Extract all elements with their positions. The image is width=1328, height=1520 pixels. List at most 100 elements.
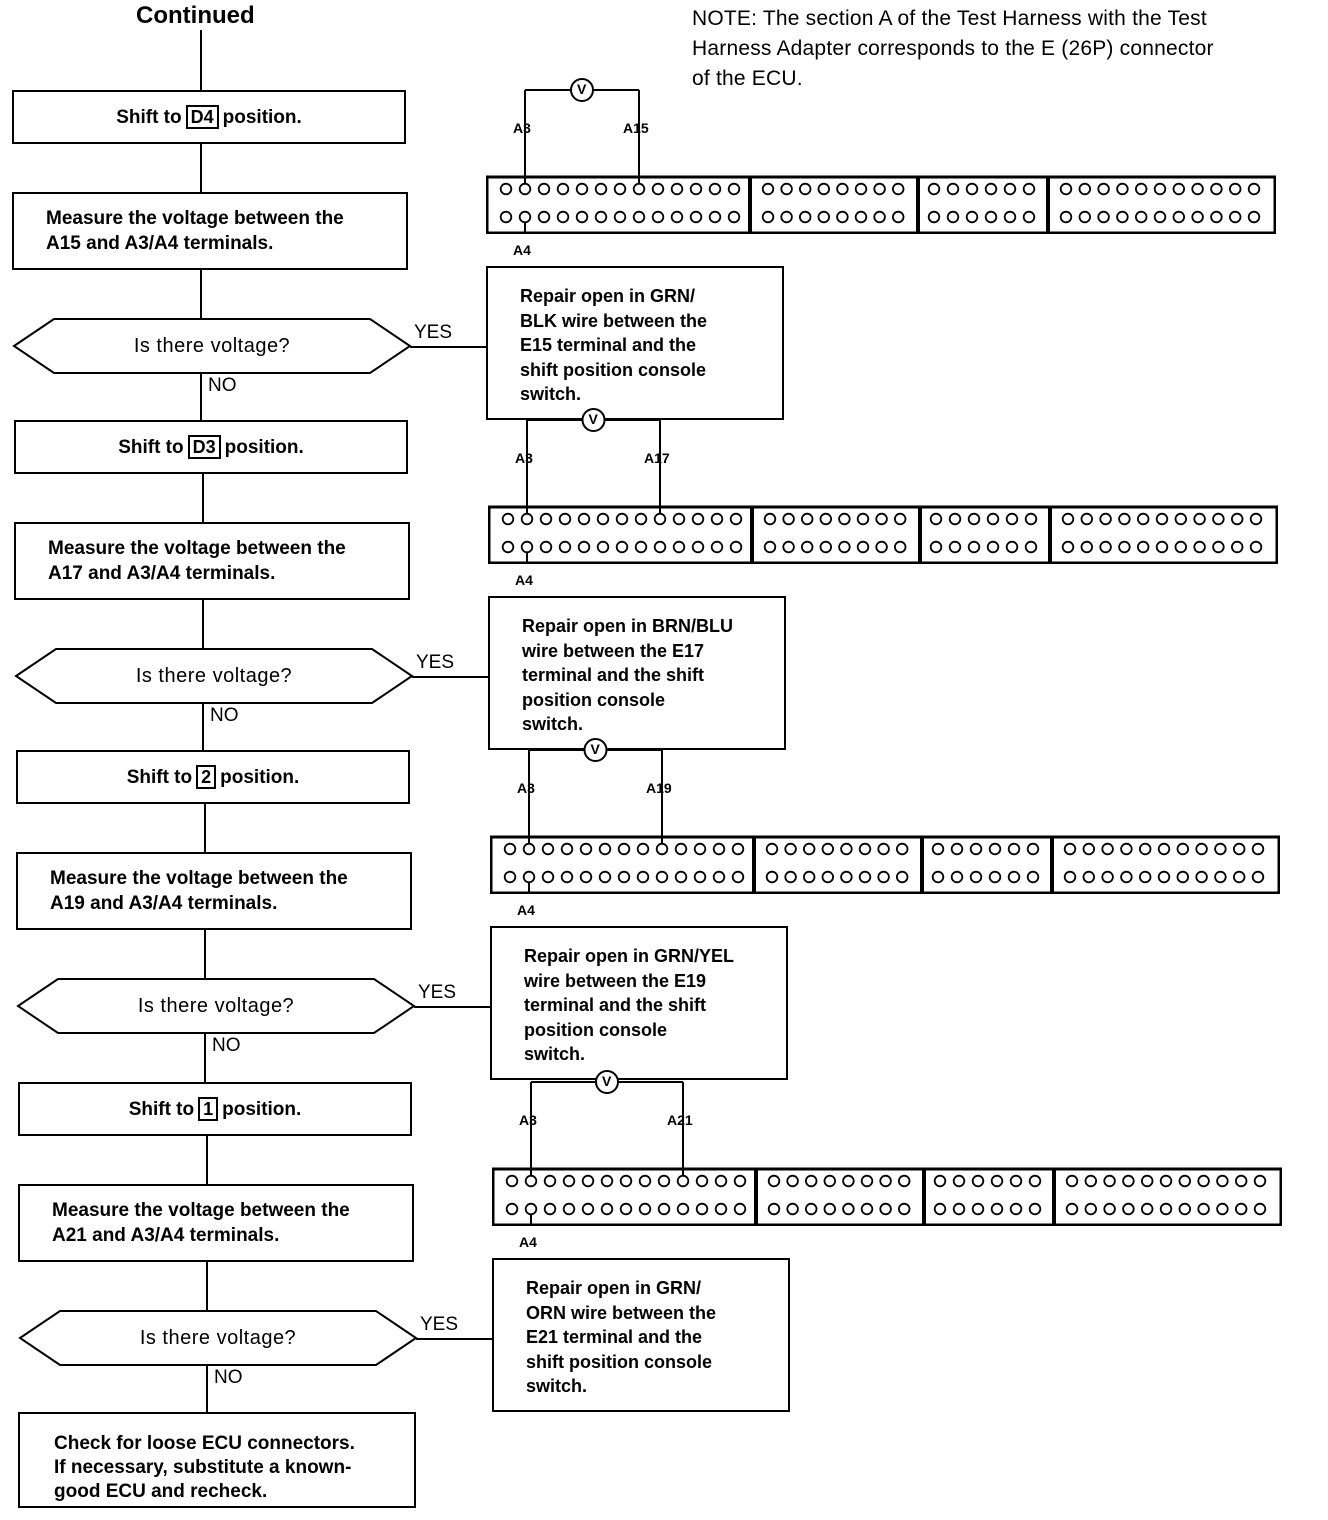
connector-pin: [558, 512, 572, 526]
repair-line: terminal and the shift: [522, 665, 705, 685]
connector-pin: [657, 1202, 671, 1216]
connector-pin: [653, 540, 667, 554]
connector-pin: [767, 1174, 781, 1188]
connector-pin: [856, 540, 870, 554]
connector-pin: [695, 1174, 709, 1188]
connector-pin: [1176, 842, 1190, 856]
connector-pin: [1212, 540, 1225, 554]
connector-pin: [577, 512, 591, 526]
flow-connector: [206, 1262, 208, 1310]
connector-pin: [598, 870, 612, 884]
voltmeter-icon: [570, 78, 594, 102]
repair-line: wire between the E17: [522, 640, 705, 661]
note-line: NOTE: The section A of the Test Harness …: [692, 7, 1207, 30]
flow-connector: [200, 144, 202, 192]
decision-question: Is there voltage?: [18, 1310, 418, 1366]
measure-line: Measure the voltage between the: [52, 1200, 350, 1221]
connector-pin: [619, 1174, 633, 1188]
connector-pin: [854, 210, 868, 224]
yes-label: YES: [414, 322, 453, 343]
connector-pin: [1116, 210, 1129, 224]
connector-pin: [1103, 1174, 1116, 1188]
connector-pin: [765, 870, 779, 884]
connector-pin: [1135, 210, 1148, 224]
voltmeter-icon: [581, 408, 606, 432]
connector-pin: [879, 1202, 892, 1216]
connector-pin: [524, 1202, 538, 1216]
connector-pin: [1080, 540, 1094, 554]
connector-pin: [898, 1202, 911, 1216]
connector-pin: [1197, 1174, 1210, 1188]
terminal-label: A3: [515, 450, 533, 466]
connector-pin: [1233, 842, 1246, 856]
shift-suffix: position.: [222, 106, 302, 128]
connector-pin: [986, 540, 1000, 554]
connector-pin: [836, 210, 849, 224]
terminal-label: A4: [517, 902, 535, 918]
connector-pin: [714, 1174, 728, 1188]
connector-pin: [1078, 210, 1092, 224]
connector-pin: [969, 870, 983, 884]
connector-pin: [594, 182, 608, 196]
connector-pin: [695, 1202, 709, 1216]
connector-pin: [615, 540, 629, 554]
connector-pin: [1210, 210, 1223, 224]
connector-pin: [761, 182, 775, 196]
connector-pin: [543, 1202, 557, 1216]
connector-pin: [503, 842, 517, 856]
connector-pin: [1212, 512, 1225, 526]
flow-connector: [202, 600, 204, 648]
no-label: NO: [208, 375, 237, 396]
connector-pin: [556, 182, 570, 196]
connector-pin: [655, 842, 669, 856]
connector-pin: [1229, 210, 1242, 224]
voltmeter-label: V: [588, 411, 598, 427]
connector-pin: [522, 870, 536, 884]
connector-pin: [1122, 1202, 1135, 1216]
connector-pin: [1159, 1202, 1173, 1216]
connector-pin: [1135, 182, 1148, 196]
yes-connector: [412, 676, 490, 678]
connector-pin: [1191, 182, 1204, 196]
connector-pin: [946, 182, 960, 196]
connector-pin: [594, 210, 608, 224]
connector-pin: [1216, 1174, 1229, 1188]
connector-pin: [780, 210, 793, 224]
connector-pin: [877, 870, 890, 884]
measure-line: A15 and A3/A4 terminals.: [46, 233, 274, 254]
connector-pin: [946, 210, 960, 224]
measure-line: Measure the voltage between the: [46, 208, 344, 229]
connector-pin: [1159, 1174, 1173, 1188]
measure-line: Measure the voltage between the: [50, 868, 348, 889]
connector-pin: [1193, 512, 1206, 526]
connector-pin: [1153, 182, 1167, 196]
connector-pin: [931, 842, 945, 856]
connector-pin: [1249, 512, 1263, 526]
connector-pin: [786, 1202, 799, 1216]
connector-pin: [805, 1202, 818, 1216]
terminal-label: A3: [513, 120, 531, 136]
connector-pin: [577, 540, 591, 554]
connector-pin: [1235, 1174, 1248, 1188]
connector-pin: [986, 512, 1000, 526]
connector-pin: [1097, 210, 1110, 224]
connector-pin: [634, 540, 648, 554]
connector-pin: [894, 512, 907, 526]
connector-pin: [672, 540, 686, 554]
repair-line: E21 terminal and the: [526, 1327, 703, 1347]
repair-line: ORN wire between the: [526, 1302, 717, 1323]
connector-pin: [1009, 1174, 1023, 1188]
connector-pin: [1141, 1174, 1154, 1188]
connector-pin: [933, 1202, 947, 1216]
connector-pin: [541, 870, 555, 884]
connector-pin: [801, 540, 814, 554]
connector-pin: [971, 1174, 985, 1188]
connector-pin: [1007, 870, 1021, 884]
connector-pin: [929, 540, 943, 554]
